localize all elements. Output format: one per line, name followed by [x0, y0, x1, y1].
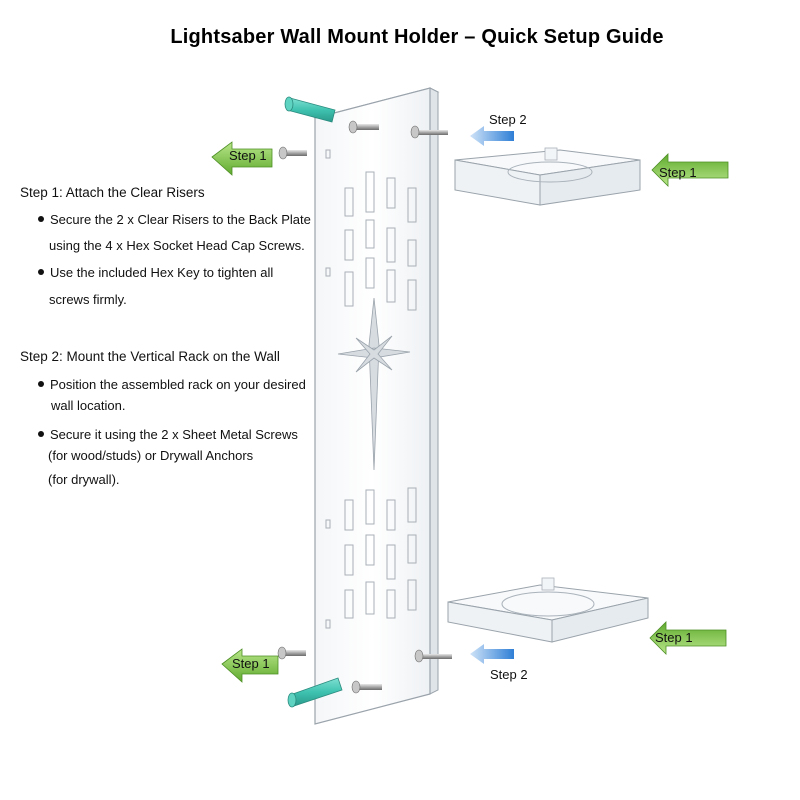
callout-step2-bottom: Step 2 [490, 667, 528, 682]
step1-bullet1-continued: using the 4 x Hex Socket Head Cap Screws… [49, 238, 305, 253]
hex-screw-bottom-left [277, 646, 306, 660]
drywall-anchor-bottom [287, 677, 343, 708]
step2-bullet2: Secure it using the 2 x Sheet Metal Scre… [38, 426, 298, 443]
blue-arrow-top-icon [470, 126, 514, 146]
back-plate [313, 87, 440, 725]
blue-arrow-bottom-icon [470, 644, 514, 664]
callout-step1-left-top: Step 1 [229, 148, 267, 163]
hex-screw-top-left [278, 146, 307, 160]
step2-bullet1-continued: wall location. [51, 398, 126, 413]
step2-bullet2-continued: (for wood/studs) or Drywall Anchors [48, 448, 254, 463]
step1-bullet2: Use the included Hex Key to tighten all [38, 264, 273, 281]
step2-bullet1: Position the assembled rack on your desi… [38, 376, 306, 393]
green-arrow-right-bottom-icon [649, 621, 727, 655]
bottom-clear-riser [447, 577, 649, 643]
drywall-anchor-top [284, 96, 336, 123]
top-clear-riser [454, 147, 641, 206]
callout-step1-left-bottom: Step 1 [232, 656, 270, 671]
step1-bullet1: Secure the 2 x Clear Risers to the Back … [38, 211, 311, 228]
step2-bullet2-text: Secure it using the 2 x Sheet Metal Scre… [50, 427, 298, 442]
green-arrow-left-top-icon [211, 141, 273, 176]
green-arrow-left-bottom-icon [221, 648, 279, 683]
step1-bullet2-continued: screws firmly. [49, 292, 127, 307]
step1-bullet1-text: Secure the 2 x Clear Risers to the Back … [50, 212, 311, 227]
step1-bullet2-text: Use the included Hex Key to tighten all [50, 265, 274, 280]
green-arrow-right-top-icon [651, 153, 729, 187]
step2-bullet1-text: Position the assembled rack on your desi… [50, 377, 306, 392]
hex-screw-top-plate [348, 120, 379, 134]
callout-step1-right-bottom: Step 1 [655, 630, 693, 645]
step2-bullet2-continued-2: (for drywall). [48, 472, 120, 487]
star-emblem [337, 297, 411, 471]
sheet-metal-screw-bottom [414, 649, 452, 663]
callout-step2-top: Step 2 [489, 112, 527, 127]
bullet-dot [38, 269, 44, 275]
hex-screw-bottom-plate [351, 680, 382, 694]
bullet-dot [38, 431, 44, 437]
bullet-dot [38, 381, 44, 387]
step2-heading: Step 2: Mount the Vertical Rack on the W… [20, 349, 280, 364]
step1-heading: Step 1: Attach the Clear Risers [20, 185, 205, 200]
bullet-dot [38, 216, 44, 222]
callout-step1-right-top: Step 1 [659, 165, 697, 180]
page-title: Lightsaber Wall Mount Holder – Quick Set… [170, 26, 664, 48]
sheet-metal-screw-top [410, 125, 448, 139]
